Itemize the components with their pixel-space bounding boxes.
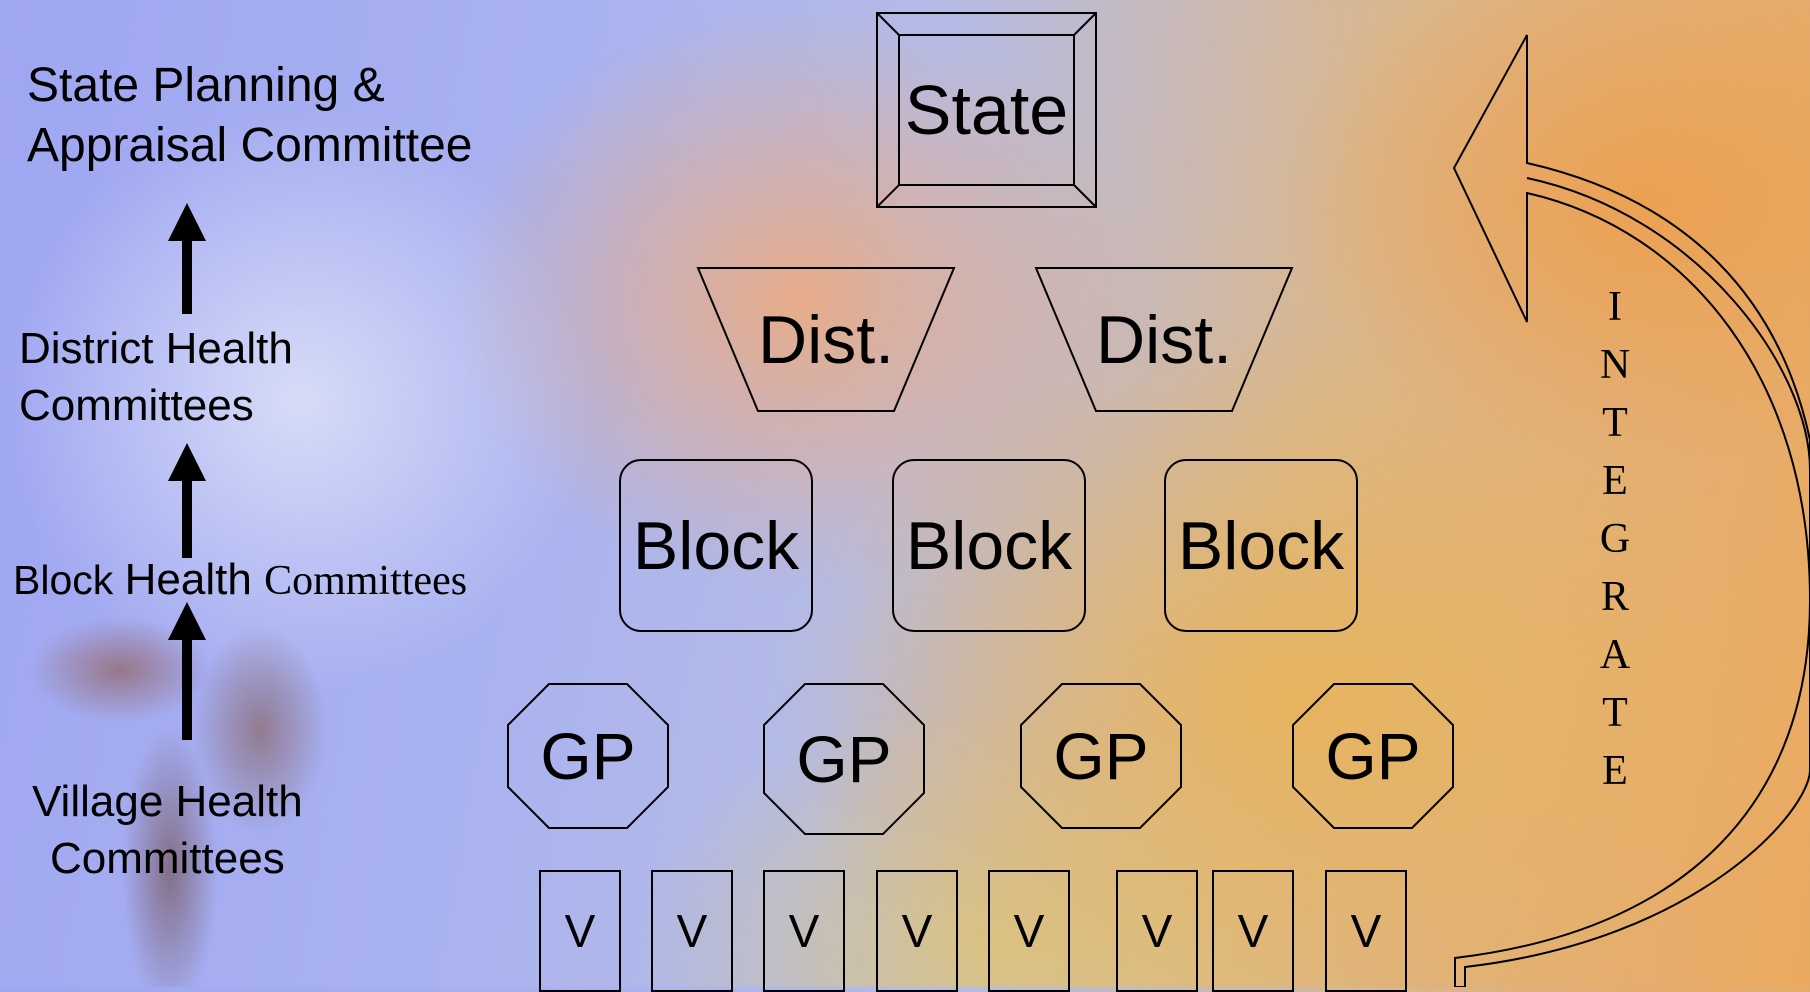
gp-octagon-2: [763, 683, 925, 835]
state-bevel-frame: [876, 12, 1097, 208]
integrate-letter-6: R: [1600, 574, 1629, 620]
village-box-8: V: [1325, 870, 1407, 992]
village-box-7: V: [1212, 870, 1294, 992]
gp-label-4: GP: [1325, 719, 1421, 793]
up-arrow-stem-3: [182, 636, 192, 740]
village-label-3: V: [788, 905, 820, 957]
village-box-5: V: [988, 870, 1070, 992]
block-node-3: Block: [1164, 459, 1358, 632]
integrate-letter-7: A: [1599, 632, 1631, 678]
block-label-3: Block: [1177, 507, 1345, 584]
block-label-1: Block: [632, 507, 800, 584]
state-label: State: [904, 71, 1069, 149]
gp-label-3: GP: [1053, 719, 1149, 793]
integrate-letter-2: N: [1599, 342, 1631, 388]
village-label-7: V: [1237, 905, 1269, 957]
village-box-2: V: [651, 870, 733, 992]
up-arrow-stem-2: [182, 478, 192, 558]
up-arrow-head-2: [168, 443, 206, 481]
state-committee-line-2: Appraisal Committee: [27, 119, 473, 172]
district-node-2: Dist.: [1034, 267, 1294, 412]
district-committees-label: District Health Committees: [19, 320, 293, 434]
block-label-2: Block: [905, 507, 1073, 584]
village-box-1: V: [539, 870, 621, 992]
gp-node-3: GP: [1020, 683, 1182, 829]
village-box-6: V: [1116, 870, 1198, 992]
district-committees-line-2: Committees: [19, 381, 254, 431]
village-label-4: V: [901, 905, 933, 957]
up-arrow-head-3: [168, 602, 206, 640]
block-committees-part-1: Block: [13, 557, 125, 603]
village-committees-label: Village Health Committees: [32, 773, 303, 887]
gp-node-2: GP: [763, 683, 925, 835]
village-label-6: V: [1141, 905, 1173, 957]
state-committee-line-1: State Planning &: [27, 59, 385, 112]
up-arrow-head-1: [168, 203, 206, 241]
village-committees-line-1: Village Health: [32, 777, 303, 826]
block-committees-label: Block Health Committees: [13, 552, 467, 608]
district-trapezoid-2: [1034, 267, 1294, 412]
village-box-4: V: [876, 870, 958, 992]
block-committees-part-3: Committees: [264, 558, 468, 604]
district-trapezoid-1: [696, 267, 956, 412]
gp-node-1: GP: [507, 683, 669, 829]
district-label-1: Dist.: [758, 301, 894, 378]
block-node-2: Block: [892, 459, 1086, 632]
district-node-1: Dist.: [696, 267, 956, 412]
village-label-5: V: [1013, 905, 1045, 957]
state-committee-label: State Planning & Appraisal Committee: [27, 56, 473, 176]
gp-octagon-4: [1292, 683, 1454, 829]
integrate-letter-4: E: [1602, 458, 1628, 504]
district-committees-line-1: District Health: [19, 324, 293, 373]
integrate-letter-5: G: [1599, 516, 1631, 562]
state-node: State: [876, 12, 1097, 208]
gp-node-4: GP: [1292, 683, 1454, 829]
integrate-letter-8: T: [1602, 690, 1628, 736]
village-label-8: V: [1350, 905, 1382, 957]
district-label-2: Dist.: [1096, 301, 1232, 378]
caduceus-image: [0, 600, 420, 987]
up-arrow-stem-1: [182, 238, 192, 314]
block-committees-part-2: Health: [124, 555, 265, 604]
integrate-letter-9: E: [1602, 748, 1628, 794]
village-box-3: V: [763, 870, 845, 992]
village-label-1: V: [564, 905, 596, 957]
village-committees-line-2: Committees: [49, 834, 285, 884]
integrate-letter-1: I: [1608, 284, 1622, 330]
integrate-letter-3: T: [1602, 400, 1628, 446]
village-label-2: V: [676, 905, 708, 957]
gp-label-1: GP: [540, 719, 636, 793]
block-node-1: Block: [619, 459, 813, 632]
gp-octagon-3: [1020, 683, 1182, 829]
gp-label-2: GP: [796, 722, 892, 796]
gp-octagon-1: [507, 683, 669, 829]
